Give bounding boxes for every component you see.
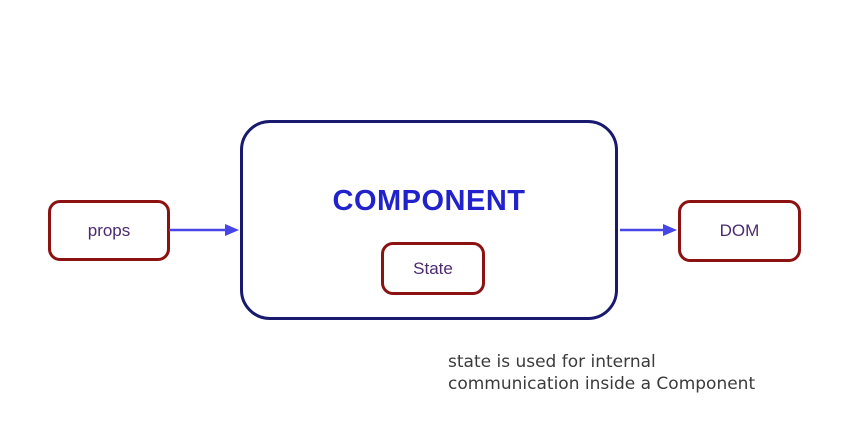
props-label: props bbox=[87, 220, 131, 240]
dom-label: DOM bbox=[719, 221, 760, 240]
state-label: State bbox=[413, 258, 453, 278]
state-box: State bbox=[381, 242, 485, 295]
component-box: COMPONENT State bbox=[240, 120, 618, 320]
arrow-right-icon bbox=[169, 224, 239, 236]
component-title: COMPONENT bbox=[332, 185, 526, 217]
dom-box: DOM bbox=[678, 200, 801, 262]
caption-line-2: communication inside a Component bbox=[448, 373, 756, 394]
caption: state is used for internal communication… bbox=[448, 352, 755, 395]
arrow-right-icon bbox=[620, 224, 677, 236]
props-box: props bbox=[48, 200, 170, 261]
caption-line-1: state is used for internal bbox=[448, 352, 656, 372]
